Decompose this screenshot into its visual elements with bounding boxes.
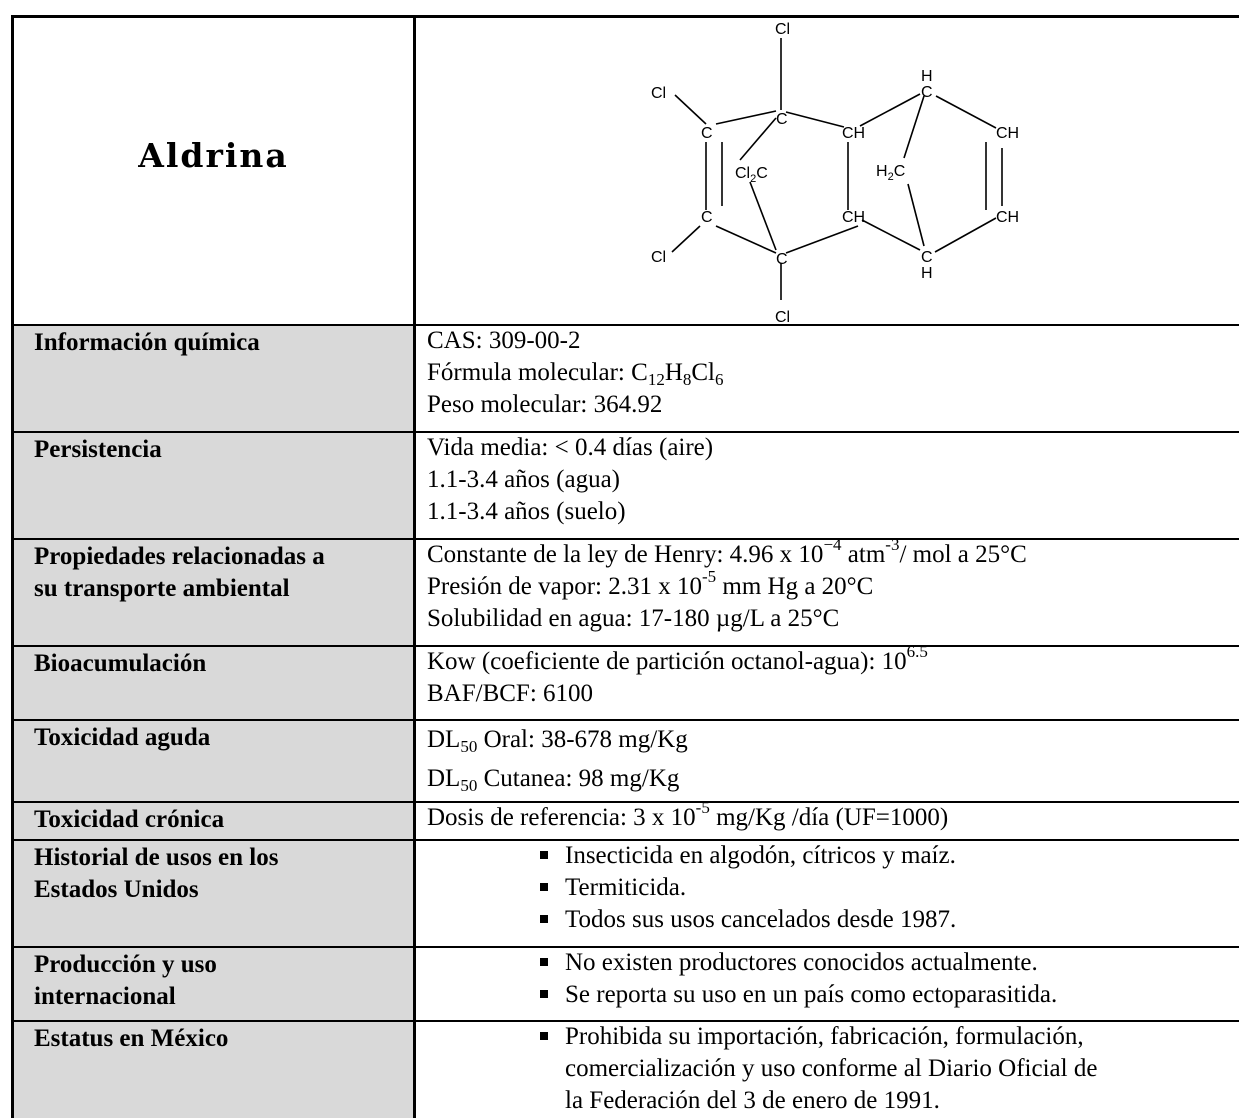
bond — [935, 95, 997, 129]
bond — [934, 217, 997, 253]
bond — [859, 93, 921, 127]
henry-constant: Constante de la ley de Henry: 4.96 x 10−… — [427, 535, 1027, 568]
atom-ch-d: CH — [996, 209, 1019, 226]
table-border-left — [11, 15, 14, 1118]
label-bioacumulacion: Bioacumulación — [12, 646, 415, 720]
cas-number: CAS: 309-00-2 — [427, 327, 581, 354]
list-item: Se reporta su uso en un país como ectopa… — [415, 979, 1239, 1011]
label-toxicidad-aguda: Toxicidad aguda — [12, 720, 415, 802]
row-divider — [12, 538, 1239, 540]
atom-c-right-bottom: C — [921, 249, 933, 266]
row-divider — [12, 801, 1239, 803]
water-solubility: Solubilidad en agua: 17-180 µg/L a 25°C — [427, 605, 840, 632]
row-divider — [12, 324, 1239, 326]
dl50-oral: DL50 Oral: 38-678 mg/Kg — [427, 726, 688, 756]
kow: Kow (coeficiente de partición octanol-ag… — [427, 642, 928, 675]
list-item: Prohibida su importación, fabricación, f… — [415, 1021, 1239, 1053]
list-item: Insecticida en algodón, cítricos y maíz. — [415, 840, 1239, 872]
reference-dose: Dosis de referencia: 3 x 10-5 mg/Kg /día… — [427, 798, 949, 831]
atom-c-left-bottom: C — [701, 209, 713, 226]
atom-h-top: H — [921, 68, 933, 85]
label-informacion-quimica: Información química — [12, 325, 415, 432]
bond — [907, 183, 925, 247]
value-persistencia: Vida media: < 0.4 días (aire) 1.1-3.4 añ… — [415, 432, 1239, 539]
aldrin-structure-diagram: Cl Cl C C CH H C CH Cl2C H2C C CH CH Cl … — [651, 21, 1019, 325]
bond — [739, 117, 777, 161]
atom-cl-top: Cl — [775, 21, 790, 38]
atom-c-bottom: C — [776, 251, 788, 268]
atom-ch-b: CH — [842, 209, 865, 226]
compound-name-cell: Aldrina — [12, 16, 415, 325]
row-divider — [12, 946, 1239, 948]
row-divider — [12, 1020, 1239, 1022]
label-estatus-mexico: Estatus en México — [12, 1021, 415, 1118]
atom-cl-left-bottom: Cl — [651, 249, 666, 266]
atom-cl-bottom: Cl — [775, 309, 790, 325]
list-item: Termiticida. — [415, 872, 1239, 904]
table-border-top — [12, 15, 1239, 18]
bond — [715, 110, 777, 125]
list-item: Todos sus usos cancelados desde 1987. — [415, 904, 1239, 936]
atom-ch-a: CH — [842, 125, 865, 142]
atom-cl2c: Cl2C — [735, 165, 768, 185]
value-propiedades-transporte: Constante de la ley de Henry: 4.96 x 10−… — [415, 535, 1239, 646]
value-bioacumulacion: Kow (coeficiente de partición octanol-ag… — [415, 642, 1239, 720]
row-divider — [12, 839, 1239, 841]
row-divider — [12, 431, 1239, 433]
value-toxicidad-cronica: Dosis de referencia: 3 x 10-5 mg/Kg /día… — [415, 798, 1239, 840]
dl50-cutanea: DL50 Cutanea: 98 mg/Kg — [427, 765, 680, 795]
bond — [715, 225, 777, 254]
atom-ch-c: CH — [996, 125, 1019, 142]
atom-h2c: H2C — [876, 163, 905, 183]
label-produccion-internacional: Producción y uso internacional — [12, 947, 415, 1021]
bond — [671, 225, 701, 253]
atom-c-left-top: C — [701, 125, 713, 142]
atom-c-top: C — [776, 111, 788, 128]
list-item-continuation: comercialización y uso conforme al Diari… — [565, 1055, 1098, 1082]
label-propiedades-transporte: Propiedades relacionadas a su transporte… — [12, 539, 415, 646]
molecular-weight: Peso molecular: 364.92 — [427, 391, 663, 418]
atom-h-bottom: H — [921, 265, 933, 282]
row-divider — [12, 719, 1239, 721]
label-persistencia: Persistencia — [12, 432, 415, 539]
vapor-pressure: Presión de vapor: 2.31 x 10-5 mm Hg a 20… — [427, 567, 874, 600]
value-toxicidad-aguda: DL50 Oral: 38-678 mg/Kg DL50 Cutanea: 98… — [415, 720, 1239, 802]
bond — [903, 95, 925, 159]
baf-bcf: BAF/BCF: 6100 — [427, 680, 594, 707]
list-item: No existen productores conocidos actualm… — [415, 947, 1239, 979]
value-estatus-mexico: Prohibida su importación, fabricación, f… — [415, 1021, 1239, 1118]
molecular-formula: Fórmula molecular: C12H8Cl6 — [427, 359, 724, 389]
atom-cl-left-top: Cl — [651, 85, 666, 102]
label-historial-usos: Historial de usos en los Estados Unidos — [12, 840, 415, 947]
atom-c-right-top: C — [921, 84, 933, 101]
row-divider — [12, 645, 1239, 647]
bond — [674, 94, 707, 125]
value-produccion-internacional: No existen productores conocidos actualm… — [415, 947, 1239, 1021]
bond — [749, 181, 777, 251]
bond — [861, 219, 921, 251]
compound-name: Aldrina — [138, 136, 289, 175]
bond — [785, 111, 845, 128]
label-toxicidad-cronica: Toxicidad crónica — [12, 802, 415, 840]
value-informacion-quimica: CAS: 309-00-2 Fórmula molecular: C12H8Cl… — [415, 325, 1239, 432]
list-item-continuation: la Federación del 3 de enero de 1991. — [565, 1087, 940, 1114]
bond — [785, 225, 859, 254]
structure-cell: Cl Cl C C CH H C CH Cl2C H2C C CH CH Cl … — [415, 16, 1239, 325]
value-historial-usos: Insecticida en algodón, cítricos y maíz.… — [415, 840, 1239, 947]
column-divider — [413, 15, 416, 1118]
